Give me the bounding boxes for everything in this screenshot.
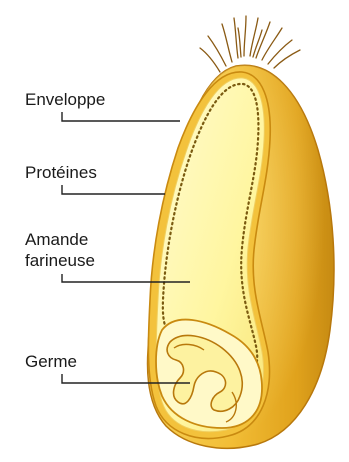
label-endosperm-line2: farineuse xyxy=(25,250,95,271)
label-germ: Germe xyxy=(25,351,77,372)
leader-line-proteins xyxy=(62,185,165,194)
brush-hairs xyxy=(200,16,300,72)
label-envelope: Enveloppe xyxy=(25,89,105,110)
label-endosperm: Amande farineuse xyxy=(25,229,95,271)
label-endosperm-line1: Amande xyxy=(25,229,95,250)
leader-line-envelope xyxy=(62,112,180,121)
label-proteins: Protéines xyxy=(25,162,97,183)
